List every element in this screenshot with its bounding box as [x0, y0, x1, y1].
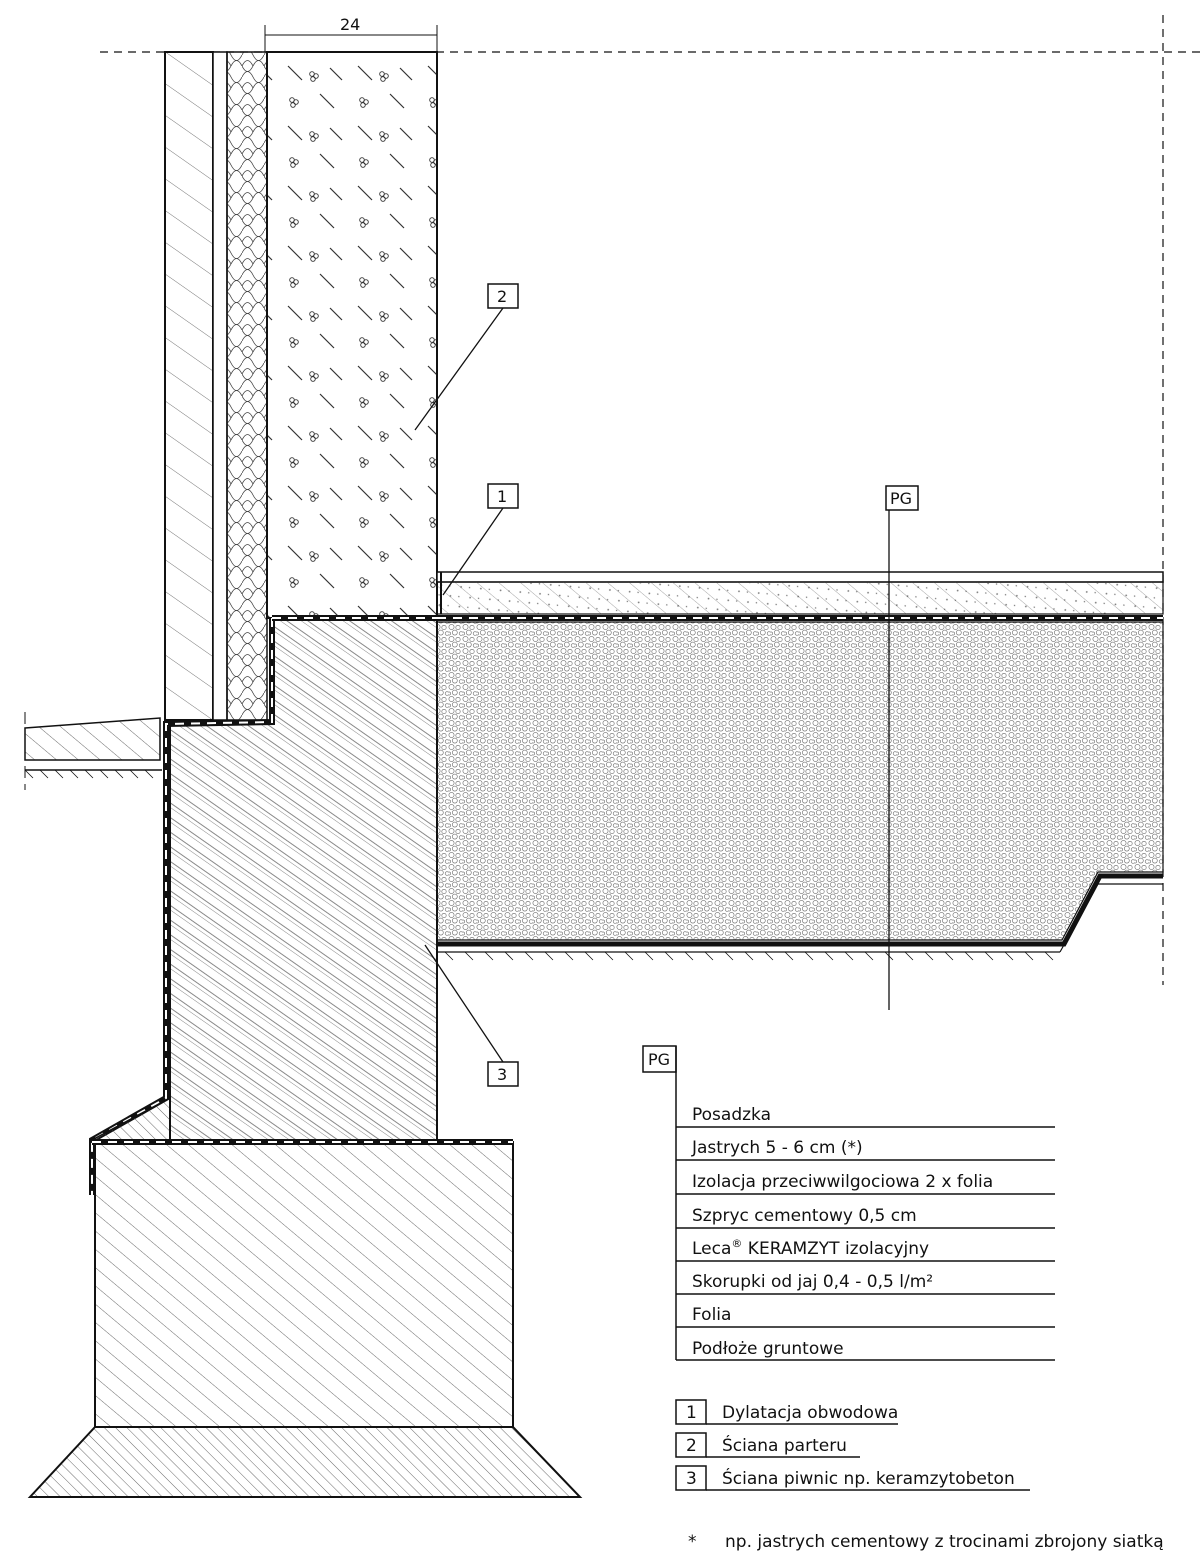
leca-fill	[436, 621, 1164, 941]
tag-1-label: 1	[497, 487, 507, 506]
layer-folia: Folia	[692, 1305, 731, 1325]
dimension-label: 24	[340, 15, 360, 34]
base-fillet	[91, 1096, 171, 1141]
layers-header-label: PG	[648, 1050, 670, 1069]
legend-num-box	[675, 1432, 707, 1458]
legend-text: Dylatacja obwodowa	[722, 1403, 898, 1423]
subgrade-hatch	[444, 951, 1054, 961]
legend-num-box	[675, 1399, 707, 1425]
thermal-insulation	[226, 51, 268, 721]
lean-concrete-base	[27, 1426, 583, 1498]
waterproofing-membrane-dash	[91, 618, 273, 1195]
tag-pg-label: PG	[890, 489, 912, 508]
ground-floor-wall	[266, 51, 438, 619]
layer-posadzka: Posadzka	[692, 1105, 771, 1125]
tag-3-label: 3	[497, 1065, 507, 1084]
layer-leca: Leca® KERAMZYT izolacyjny	[692, 1237, 929, 1259]
air-gap	[212, 51, 228, 721]
layer-jastrych: Jastrych 5 - 6 cm (*)	[691, 1138, 863, 1158]
tag-2-label: 2	[497, 287, 507, 306]
footnote-mark: *	[688, 1532, 697, 1552]
legend-num: 3	[686, 1469, 697, 1489]
tag-1-leader	[442, 507, 504, 596]
footnote-text: np. jastrych cementowy z trocinami zbroj…	[725, 1532, 1164, 1552]
layer-szpryc: Szpryc cementowy 0,5 cm	[692, 1206, 917, 1226]
layer-skorupki: Skorupki od jaj 0,4 - 0,5 l/m²	[692, 1272, 933, 1292]
footing	[94, 1141, 514, 1428]
tag-2-leader	[414, 307, 504, 431]
legend-text: Ściana parteru	[722, 1434, 847, 1456]
floor-finish	[436, 571, 1164, 583]
exterior-ground-hatch	[24, 769, 154, 779]
layers-table: Posadzka Jastrych 5 - 6 cm (*) Izolacja …	[676, 1105, 1055, 1361]
legend: 1 Dylatacja obwodowa 2 Ściana parteru 3 …	[675, 1399, 1030, 1491]
screed-hatch	[437, 582, 1163, 614]
subgrade-step-line	[1059, 883, 1163, 953]
layer-podloze: Podłoże gruntowe	[692, 1339, 844, 1359]
legend-num: 1	[686, 1403, 697, 1423]
exterior-pavement	[24, 717, 161, 761]
tag-2-box	[487, 283, 519, 309]
tag-3-leader	[424, 944, 504, 1063]
layer-izolacja: Izolacja przeciwwilgociowa 2 x folia	[692, 1172, 993, 1192]
outer-wall-leaf	[164, 51, 214, 721]
tag-pg-box	[885, 485, 919, 511]
tag-3-box	[487, 1061, 519, 1087]
bottom-foil	[437, 873, 1163, 947]
legend-text: Ściana piwnic np. keramzytobeton	[722, 1467, 1015, 1489]
layers-header-box	[642, 1045, 677, 1073]
legend-num-box	[675, 1465, 707, 1491]
legend-num: 2	[686, 1436, 697, 1456]
